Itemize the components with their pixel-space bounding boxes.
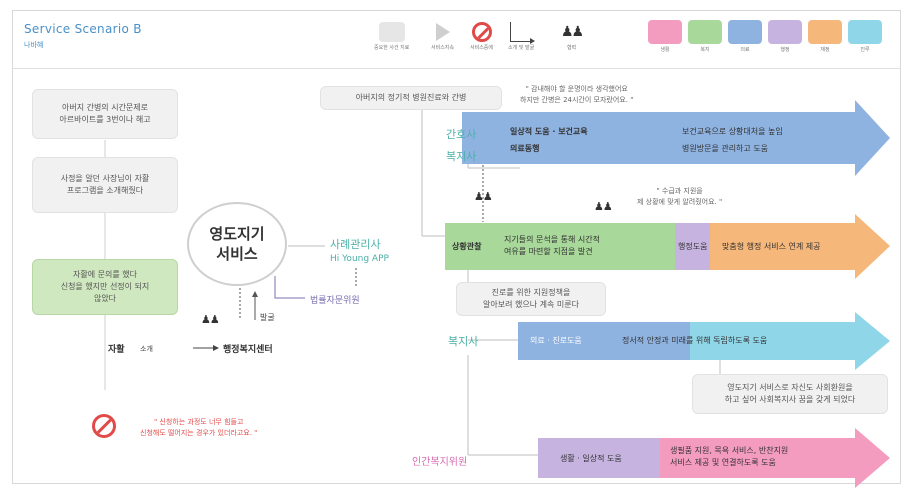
referral-mid: 소개 (140, 345, 153, 353)
people-icon: ♟♟ (594, 200, 613, 213)
event-box-father-hospital: 아버지의 정기적 병원진료와 간병 (320, 86, 502, 110)
legend-item-referral: 소개 및 발굴 (508, 22, 536, 51)
legend-item-continue: 서비스지속 (431, 22, 454, 51)
event-box-father-care: 아버지 간병의 시간문제로 아르바이트를 3번이나 해고 (32, 89, 178, 139)
legend-chip-finance: 재정 (808, 20, 842, 53)
referral-source: 자활 (108, 345, 125, 355)
no-entry-icon (92, 414, 116, 438)
corner-arrow-icon (510, 22, 536, 44)
arrow4-supplies: 생필품 지원, 목욕 서비스, 반찬지원 서비스 제공 및 연결하도록 도움 (670, 446, 789, 467)
discover-label: 발굴 (260, 313, 275, 322)
app-name: Hi Young APP (330, 254, 389, 264)
arrow2-admin-service: 맞춤형 행정 서비스 연계 제공 (722, 242, 821, 251)
legend-caption: 중요한 사건 지료 (374, 45, 410, 51)
arrow1-left-top: 일상적 도움 · 보건교육 (510, 127, 588, 136)
role-civil-welfare: 인간복지위원 (412, 457, 468, 468)
legend-chip-life: 생활 (648, 20, 682, 53)
people-icon: ♟♟ (561, 24, 584, 40)
event-box-career: 진로를 위한 지원정책을 알아보려 했으나 계속 미룬다 (456, 282, 606, 316)
legend-item-cooperation: ♟♟ 협력 (561, 22, 584, 51)
arrow1-right-top: 보건교육으로 상황대처을 높임 (682, 127, 783, 136)
legend-caption: 협력 (566, 45, 577, 51)
arrow1-left-bottom: 의료동행 (510, 144, 540, 153)
quote-caregiving: " 감내해야 할 운명이라 생각했어요 하지만 간병은 24시간이 모자랐어요.… (520, 85, 634, 104)
yeongdo-service-circle: 영도지기 서비스 (187, 202, 287, 286)
legend-caption: 소개 및 발굴 (508, 45, 535, 51)
arrow4-daily-help: 생활 · 일상적 도움 (560, 454, 622, 463)
legend-caption: 서비스지속 (431, 45, 455, 51)
role-case-manager: 사례관리사 (330, 238, 381, 251)
arrow2-observe-detail: 지기들의 문석을 통해 시간적 여유를 마련할 지점을 발견 (504, 235, 600, 256)
legend-chip-medical: 의료 (728, 20, 762, 53)
event-box-self-support-intro: 사정을 알던 사장님이 자활 프로그램을 소개해줬다 (32, 157, 178, 213)
legend-item-event: 중요한 사건 지료 (374, 22, 409, 51)
event-box-application-rejected: 자활에 문의를 했다 신청을 했지만 선정이 되지 않았다 (32, 259, 178, 315)
grey-box-icon (378, 22, 405, 42)
header-divider (12, 68, 901, 69)
scenario-title: Service Scenario B (24, 22, 142, 36)
quote-application-hard: " 신청하는 과정도 너무 힘들고 신청해도 떨어지는 경우가 있더라고요. " (140, 418, 258, 437)
no-entry-icon (471, 22, 492, 42)
play-icon (435, 23, 450, 41)
role-nurse: 간호사 (446, 128, 477, 141)
legend-chip-admin: 행정 (768, 20, 802, 53)
role-social-worker-top: 복지사 (446, 150, 477, 163)
role-social-worker-mid: 복지사 (448, 335, 479, 348)
legend-caption: 서비스중에 (470, 45, 494, 51)
arrow3-medical-career: 의료 · 진로도움 (530, 336, 582, 345)
legend-chip-career: 진루 (848, 20, 882, 53)
arrow3-independence: 정서적 안정과 미래를 위해 독립하도록 도움 (622, 336, 768, 345)
people-icon: ♟♟ (474, 190, 493, 203)
service-name-line1: 영도지기 (209, 224, 265, 243)
arrow2-observe: 상황관찰 (452, 242, 482, 251)
legend-item-stop: 서비스중에 (470, 22, 493, 51)
referral-target: 행정복지센터 (223, 345, 273, 355)
people-icon: ♟♟ (201, 313, 220, 326)
quote-benefits: " 수급과 지원을 제 상황에 맞게 알려줬어요. " (637, 187, 723, 206)
event-box-dream: 영도지기 서비스로 자신도 사회환원을 하고 싶어 사회복지사 꿈을 갖게 되었… (692, 374, 888, 414)
diagram-frame (12, 10, 901, 484)
arrow2-admin: 행정도움 (678, 242, 708, 251)
scenario-subtitle: 나바혜 (24, 41, 44, 49)
legend-color-chips: 생활 복지 의료 행정 재정 진루 (648, 20, 882, 53)
role-legal-advisor: 법률자문위원 (310, 296, 360, 306)
legend-chip-welfare: 복지 (688, 20, 722, 53)
arrow1-right-bottom: 병원방문을 관리하고 도움 (682, 144, 769, 153)
service-name-line2: 서비스 (216, 245, 258, 263)
